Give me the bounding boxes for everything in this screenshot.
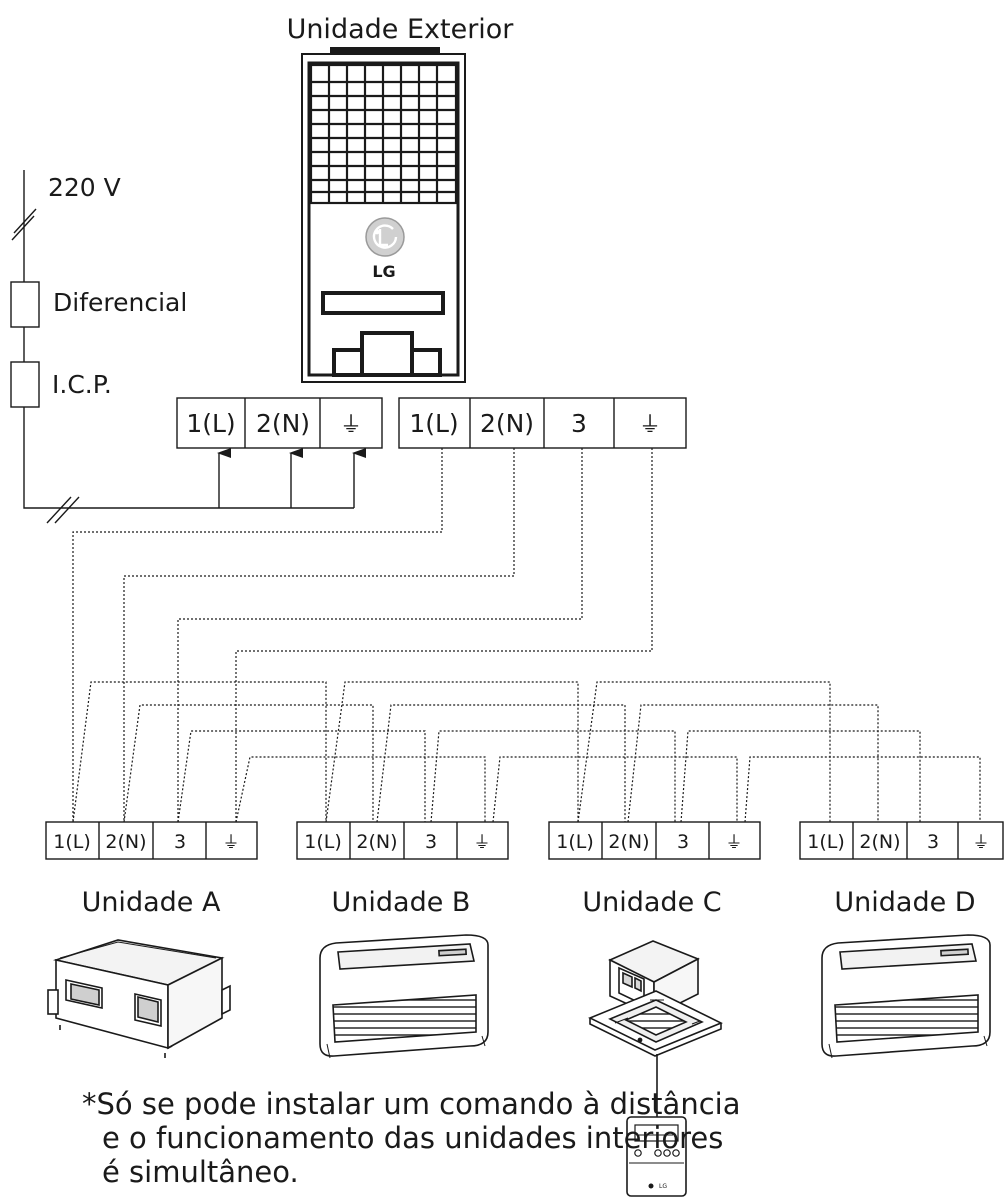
- lg-logo: LG: [365, 217, 405, 281]
- unit-b-label: Unidade B: [332, 887, 471, 918]
- indoor-terminal-block-d: 1(L) 2(N) 3 ⏚: [799, 821, 1004, 860]
- unit-b-terminal-3: 3: [425, 831, 437, 853]
- unit-d-terminal-l: 1(L): [807, 831, 845, 853]
- power-terminal-n: 2(N): [256, 409, 310, 438]
- outdoor-unit-title: Unidade Exterior: [287, 14, 515, 45]
- supply-voltage-label: 220 V: [48, 173, 121, 202]
- outdoor-fan-grille: [309, 63, 458, 205]
- note-line-2: e o funcionamento das unidades interiore…: [102, 1121, 724, 1155]
- unit-d-terminal-n: 2(N): [859, 831, 900, 853]
- outdoor-power-terminal-block: 1(L) 2(N) ⏚: [176, 397, 383, 449]
- cassette-unit-icon: [588, 940, 723, 1057]
- unit-c-terminal-n: 2(N): [608, 831, 649, 853]
- outdoor-logo-text: LG: [372, 262, 395, 281]
- note-line-1: *Só se pode instalar um comando à distân…: [82, 1087, 741, 1121]
- unit-a-terminal-3: 3: [174, 831, 186, 853]
- unit-c-terminal-3: 3: [677, 831, 689, 853]
- power-terminal-l: 1(L): [186, 409, 235, 438]
- remote-controller-icon: LG: [626, 1116, 687, 1197]
- unit-c-terminal-ground: ⏚: [726, 833, 743, 853]
- power-supply-line: [10, 170, 366, 524]
- comm-terminal-l: 1(L): [409, 409, 458, 438]
- unit-a-terminal-n: 2(N): [105, 831, 146, 853]
- comm-terminal-n: 2(N): [480, 409, 534, 438]
- console-unit-icon: [319, 934, 489, 1059]
- indoor-terminal-block-c: 1(L) 2(N) 3 ⏚: [548, 821, 761, 860]
- comm-terminal-ground: ⏚: [639, 413, 661, 438]
- power-terminal-ground: ⏚: [340, 413, 362, 438]
- installation-note: *Só se pode instalar um comando à distân…: [82, 1087, 802, 1189]
- comm-trunk-wiring: [72, 448, 653, 822]
- unit-d-terminal-3: 3: [927, 831, 939, 853]
- unit-d-terminal-ground: ⏚: [973, 833, 990, 853]
- comm-terminal-3: 3: [571, 409, 587, 438]
- remote-logo-text: LG: [659, 1183, 667, 1190]
- unit-c-terminal-l: 1(L): [556, 831, 594, 853]
- outdoor-base-panel: [332, 331, 442, 377]
- icp-label: I.C.P.: [52, 370, 112, 399]
- note-line-3: é simultâneo.: [102, 1155, 299, 1189]
- unit-a-terminal-ground: ⏚: [223, 833, 240, 853]
- outdoor-comm-terminal-block: 1(L) 2(N) 3 ⏚: [398, 397, 687, 449]
- ducted-unit-icon: [47, 939, 231, 1058]
- outdoor-display-slot: [321, 291, 445, 315]
- unit-a-label: Unidade A: [82, 887, 221, 918]
- outdoor-unit: Unidade Exterior LG: [287, 14, 515, 383]
- differential-label: Diferencial: [53, 288, 187, 317]
- unit-b-terminal-l: 1(L): [304, 831, 342, 853]
- unit-c-label: Unidade C: [582, 887, 721, 918]
- unit-b-terminal-n: 2(N): [356, 831, 397, 853]
- console-unit-icon: [821, 934, 991, 1059]
- indoor-terminal-block-a: 1(L) 2(N) 3 ⏚: [45, 821, 258, 860]
- indoor-bus-wiring: [72, 681, 981, 823]
- unit-a-terminal-l: 1(L): [53, 831, 91, 853]
- indoor-terminal-block-b: 1(L) 2(N) 3 ⏚: [296, 821, 509, 860]
- unit-b-terminal-ground: ⏚: [474, 833, 491, 853]
- unit-d-label: Unidade D: [834, 887, 975, 918]
